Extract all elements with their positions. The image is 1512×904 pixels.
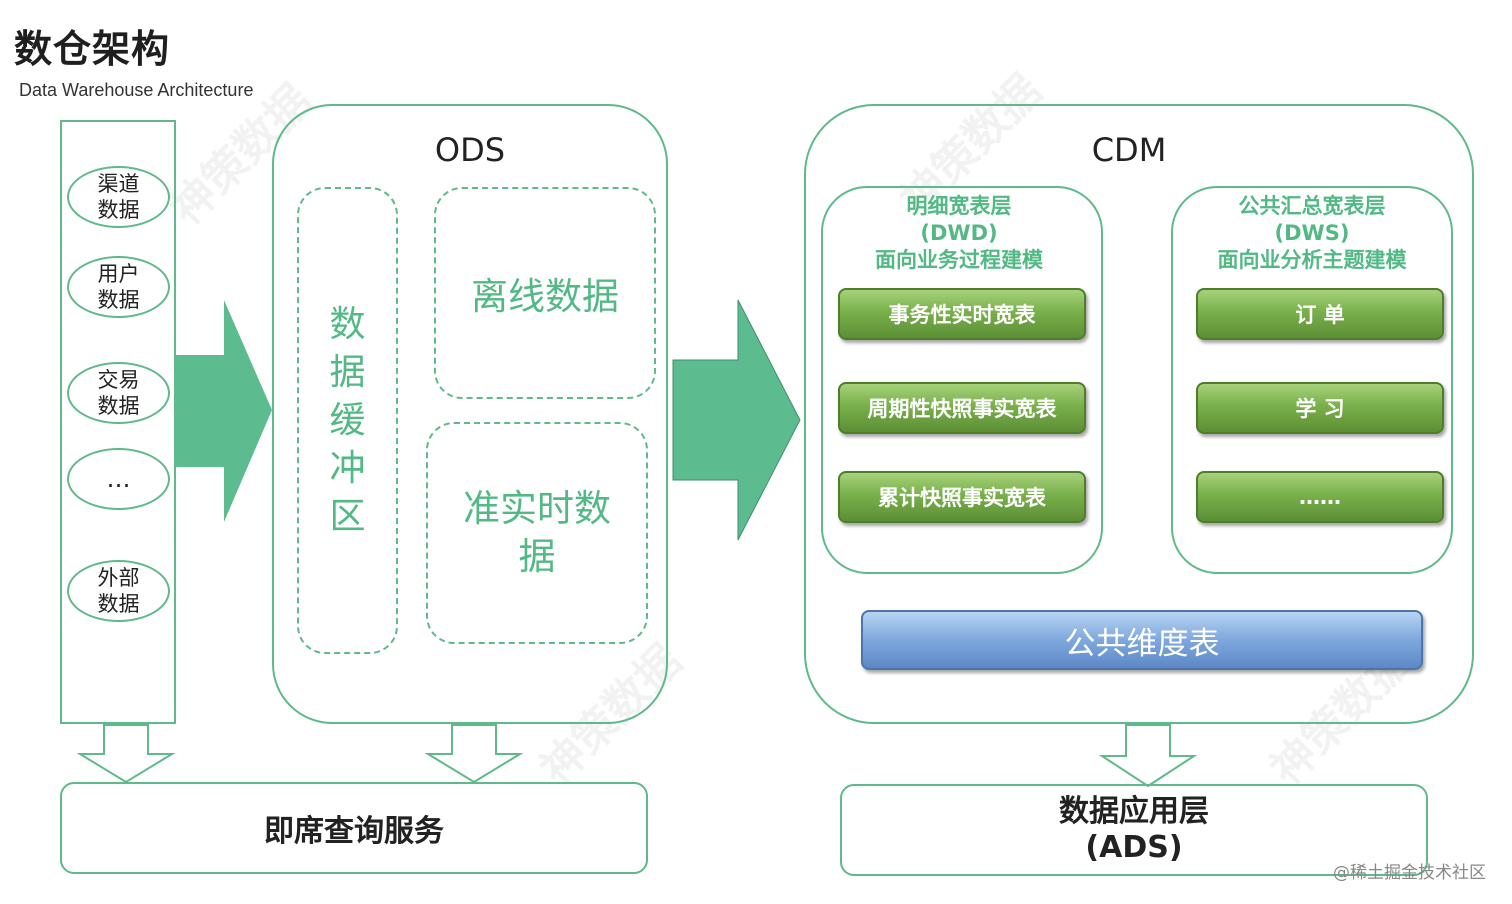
dwd-heading-line: (DWD) bbox=[920, 221, 998, 245]
source-channel: 渠道数据 bbox=[67, 166, 170, 228]
arrow-right-icon bbox=[672, 299, 801, 541]
arrow-down-icon bbox=[76, 724, 176, 784]
dwd-heading-line: 明细宽表层 bbox=[906, 194, 1012, 218]
realtime-data: 准实时数 据 bbox=[426, 422, 648, 644]
dws-item-more: …… bbox=[1196, 471, 1444, 523]
source-label: 数据 bbox=[97, 394, 140, 418]
buffer-char: 据 bbox=[329, 351, 366, 393]
cdm-panel bbox=[804, 104, 1474, 724]
page-title: 数仓架构 bbox=[14, 27, 171, 71]
source-transaction: 交易数据 bbox=[67, 362, 170, 424]
dwd-item-accumulating: 累计快照事实宽表 bbox=[838, 471, 1086, 523]
buffer-char: 区 bbox=[329, 495, 366, 537]
ads-label: (ADS) bbox=[1085, 830, 1183, 865]
buffer-char: 数 bbox=[329, 303, 366, 345]
page-subtitle: Data Warehouse Architecture bbox=[19, 80, 254, 100]
dws-item-study: 学 习 bbox=[1196, 382, 1444, 434]
dws-heading-line: 面向业分析主题建模 bbox=[1217, 248, 1407, 272]
dwd-item-periodic: 周期性快照事实宽表 bbox=[838, 382, 1086, 434]
source-label: … bbox=[106, 465, 131, 493]
arrow-down-icon bbox=[424, 724, 524, 784]
ads-layer: 数据应用层 (ADS) bbox=[840, 784, 1428, 876]
ods-title: ODS bbox=[434, 131, 506, 169]
realtime-label: 准实时数 bbox=[463, 487, 611, 530]
arrow-down-icon bbox=[1098, 724, 1198, 788]
source-label: 数据 bbox=[97, 592, 140, 616]
source-user: 用户数据 bbox=[67, 256, 170, 318]
source-label: 用户 bbox=[97, 262, 140, 286]
buffer-zone: 数 据 缓 冲 区 bbox=[297, 187, 398, 654]
arrow-right-icon bbox=[176, 300, 272, 522]
source-label: 数据 bbox=[97, 288, 140, 312]
cdm-title-text: CDM bbox=[1091, 131, 1167, 169]
dwd-heading: 明细宽表层 (DWD) 面向业务过程建模 bbox=[821, 193, 1097, 274]
source-column bbox=[60, 120, 176, 724]
ods-panel bbox=[272, 104, 668, 724]
dws-panel bbox=[1171, 186, 1453, 574]
source-label: 数据 bbox=[97, 198, 140, 222]
dws-heading-line: (DWS) bbox=[1274, 221, 1350, 245]
dwd-item-transaction: 事务性实时宽表 bbox=[838, 288, 1086, 340]
cdm-title: CDM bbox=[804, 128, 1454, 172]
dwd-panel bbox=[821, 186, 1103, 574]
buffer-char: 缓 bbox=[329, 399, 366, 441]
offline-data: 离线数据 bbox=[434, 187, 656, 399]
source-more: … bbox=[67, 448, 170, 510]
realtime-label: 据 bbox=[518, 535, 556, 578]
dws-item-order: 订 单 bbox=[1196, 288, 1444, 340]
credit-text: @稀土掘金技术社区 bbox=[1333, 863, 1486, 883]
dwd-heading-line: 面向业务过程建模 bbox=[875, 248, 1043, 272]
dimension-table: 公共维度表 bbox=[861, 610, 1423, 670]
adhoc-query-service: 即席查询服务 bbox=[60, 782, 648, 874]
source-label: 渠道 bbox=[97, 172, 140, 196]
dws-heading: 公共汇总宽表层 (DWS) 面向业分析主题建模 bbox=[1171, 193, 1453, 274]
source-label: 交易 bbox=[97, 368, 140, 392]
ads-label: 数据应用层 bbox=[1059, 794, 1209, 829]
buffer-char: 冲 bbox=[329, 447, 366, 489]
source-external: 外部数据 bbox=[67, 560, 170, 622]
source-label: 外部 bbox=[97, 566, 140, 590]
dws-heading-line: 公共汇总宽表层 bbox=[1238, 194, 1386, 218]
